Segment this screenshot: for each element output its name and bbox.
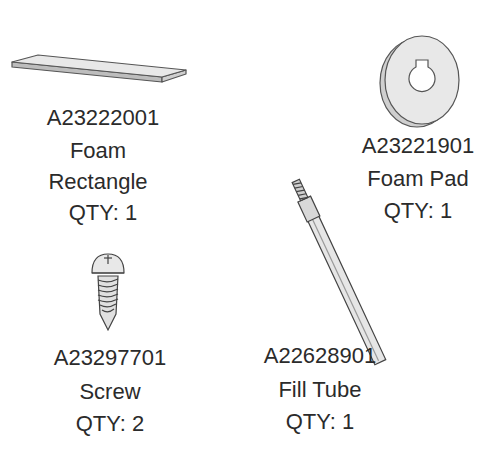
screw-thread [98,279,118,282]
part-name: Fill Tube [230,374,410,405]
fitting-thread [295,185,303,190]
screw-thread [98,294,118,297]
foam-rectangle-drawing [12,55,186,82]
part-name: Foam Rectangle [38,135,158,197]
quantity: QTY: 1 [230,406,410,437]
screw-thread [98,284,118,287]
screw-thread [98,289,118,292]
fitting-thread [300,196,308,201]
part-number: A23297701 [20,342,200,373]
foam-pad-drawing [380,36,459,127]
screw-drawing [92,254,124,330]
part-number: A23221901 [343,130,493,161]
screw-thread [98,299,118,302]
part-number: A23222001 [3,102,203,133]
part-number: A22628901 [230,340,410,371]
screw-thread [102,309,114,312]
part-name: Screw [20,376,200,407]
fill-tube-drawing [289,178,386,365]
fitting-thread [298,192,306,197]
part-name: Foam Pad [343,163,493,194]
screw-thread [100,304,116,307]
quantity: QTY: 1 [3,197,203,228]
quantity: QTY: 2 [20,408,200,439]
fitting-thread [293,181,301,186]
quantity: QTY: 1 [343,195,493,226]
fitting-thread [296,188,304,193]
